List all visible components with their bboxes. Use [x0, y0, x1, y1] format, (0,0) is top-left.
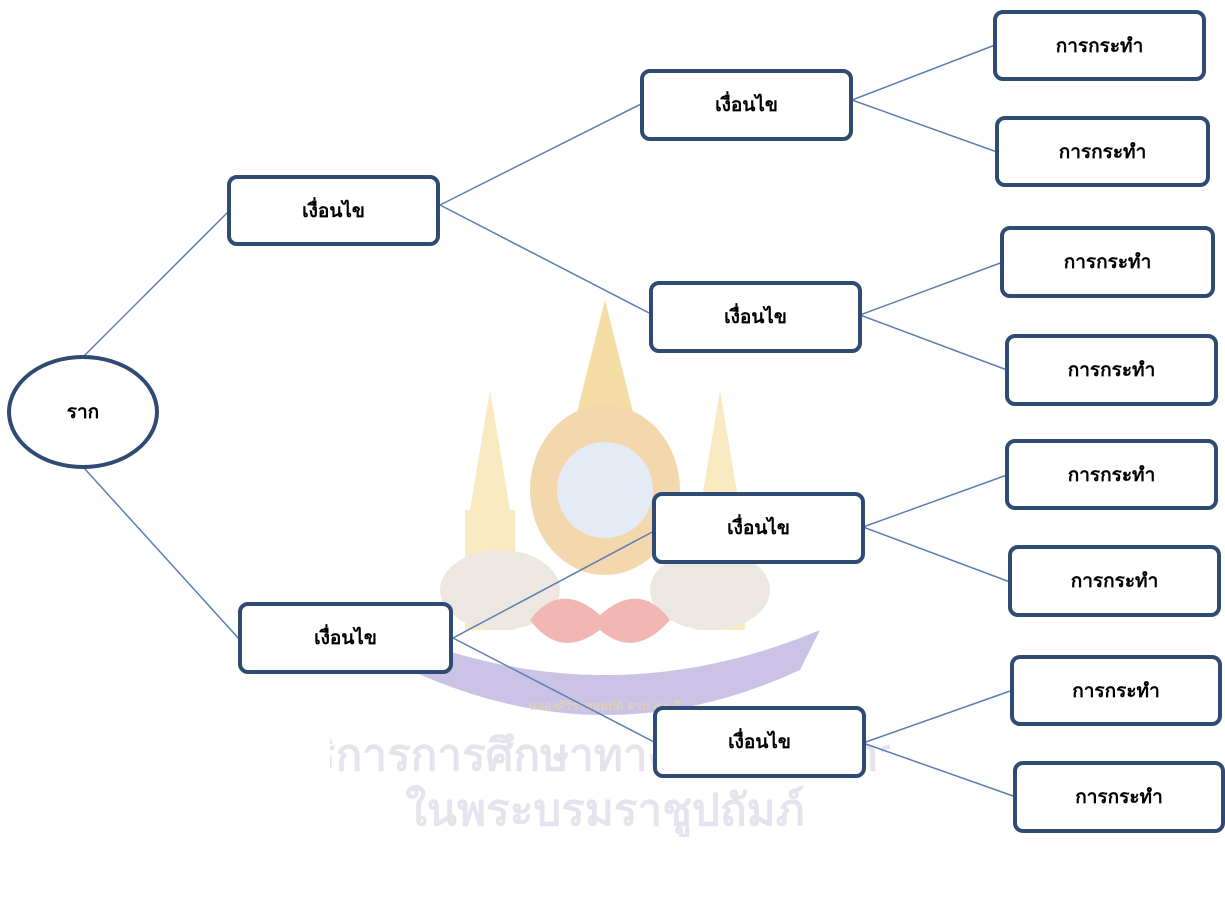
action-label: การกระทำ — [1067, 463, 1156, 486]
root-label: ราก — [66, 401, 100, 423]
action-label: การกระทำ — [1063, 251, 1152, 273]
condition-label: เงื่อนไข — [724, 306, 787, 328]
edge-c22-a8 — [862, 742, 1017, 798]
edge-root-c2 — [83, 467, 241, 641]
action-label: การกระทำ — [1055, 34, 1144, 57]
action-label: การกระทำ — [1075, 786, 1163, 808]
action-node-2: การกระทำ — [995, 116, 1210, 187]
edge-c12-a3 — [859, 261, 1004, 316]
action-label: การกระทำ — [1072, 679, 1160, 702]
edge-c1-c11 — [439, 102, 644, 206]
edge-c2-c22 — [452, 637, 657, 744]
edge-c11-a1 — [851, 44, 996, 101]
edge-c1-c12 — [439, 204, 654, 316]
edge-c11-a2 — [851, 99, 998, 153]
condition-node-2: เงื่อนไข — [238, 602, 453, 674]
edge-c22-a7 — [862, 689, 1014, 744]
root-node: ราก — [7, 355, 159, 469]
condition-label: เงื่อนไข — [727, 517, 790, 539]
condition-label: เงื่อนไข — [715, 94, 778, 116]
edge-root-c1 — [83, 207, 233, 357]
action-node-7: การกระทำ — [1010, 655, 1222, 726]
condition-node-1-2: เงื่อนไข — [649, 281, 862, 353]
edge-c2-c21 — [452, 529, 657, 639]
condition-label: เงื่อนไข — [314, 627, 377, 649]
edge-c21-a6 — [862, 526, 1011, 583]
edge-c21-a5 — [862, 474, 1008, 528]
action-label: การกระทำ — [1070, 570, 1159, 592]
action-node-8: การกระทำ — [1013, 761, 1225, 833]
action-node-5: การกระทำ — [1005, 439, 1218, 510]
condition-label: เงื่อนไข — [728, 731, 791, 753]
condition-node-2-2: เงื่อนไข — [653, 706, 866, 778]
action-node-3: การกระทำ — [1000, 226, 1215, 298]
condition-node-1-1: เงื่อนไข — [640, 69, 853, 141]
condition-node-1: เงื่อนไข — [227, 175, 440, 246]
condition-node-2-1: เงื่อนไข — [652, 492, 865, 564]
action-node-6: การกระทำ — [1008, 545, 1221, 617]
action-label: การกระทำ — [1067, 359, 1156, 381]
condition-label: เงื่อนไข — [302, 199, 365, 222]
action-node-1: การกระทำ — [993, 10, 1206, 81]
action-node-4: การกระทำ — [1005, 334, 1218, 406]
action-label: การกระทำ — [1058, 140, 1147, 163]
edge-c12-a4 — [859, 314, 1008, 371]
